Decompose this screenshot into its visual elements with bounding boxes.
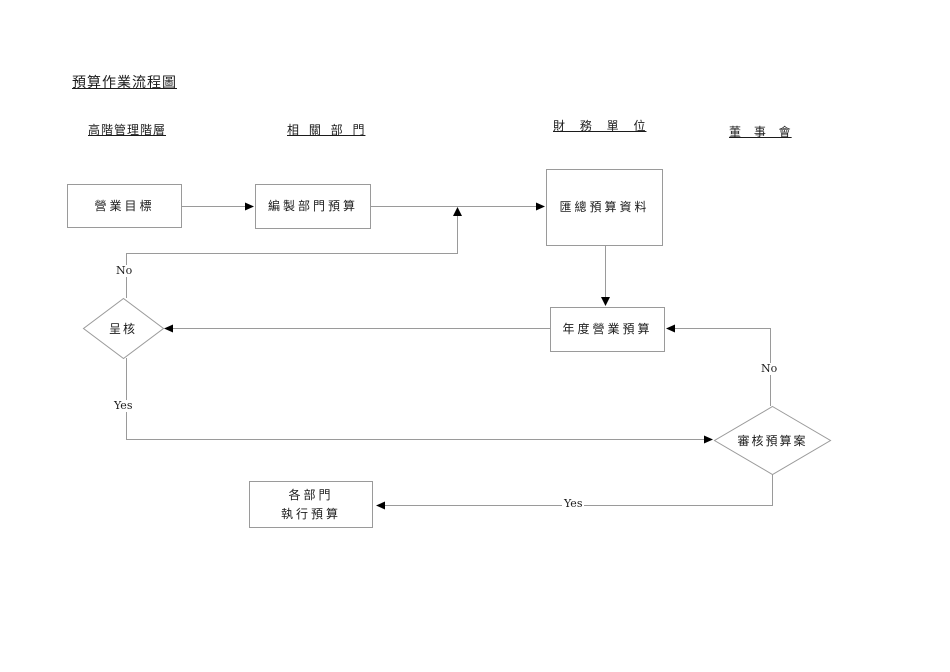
decision-label-review-budget-proposal: 審核預算案 — [714, 406, 831, 474]
decision-label-submit-for-approval: 呈核 — [83, 298, 163, 358]
process-box-label: 編製部門預算 — [267, 199, 358, 214]
arrowhead-down-icon — [601, 297, 610, 306]
process-box-annual-business-budget: 年度營業預算 — [550, 307, 665, 352]
decision-diamond-submit — [82, 297, 165, 360]
process-box-prepare-department-budget: 編製部門預算 — [255, 184, 371, 229]
lane-header-finance: 財 務 單 位 — [553, 119, 647, 133]
lane-header-departments: 相 關 部 門 — [287, 123, 366, 137]
arrowhead-left-icon — [376, 501, 385, 510]
arrowhead-right-icon — [536, 202, 545, 211]
decision-diamond-review — [713, 405, 832, 476]
arrowhead-left-icon — [666, 324, 675, 333]
edge-label-submit-no: No — [114, 264, 135, 278]
decision-label: 呈核 — [108, 321, 137, 336]
arrowhead-right-icon — [245, 202, 254, 211]
process-box-label-line1: 各部門 — [288, 487, 334, 502]
edge-label-submit-yes: Yes — [112, 399, 135, 413]
connector-submit-yes-review — [126, 358, 704, 440]
connector-review-yes-execute — [385, 474, 773, 506]
process-box-label: 年度營業預算 — [562, 322, 653, 337]
process-box-aggregate-budget-data: 匯總預算資料 — [546, 169, 663, 246]
arrowhead-right-icon — [704, 435, 713, 444]
arrowhead-left-icon — [164, 324, 173, 333]
edge-label-review-no: No — [759, 362, 780, 376]
process-box-label-line2: 執行預算 — [280, 506, 341, 521]
edge-label-review-yes: Yes — [562, 497, 585, 511]
lane-header-management: 高階管理階層 — [88, 123, 167, 137]
decision-label: 審核預算案 — [737, 433, 808, 448]
lane-header-board: 董 事 會 — [729, 125, 792, 139]
process-box-label: 營業目標 — [94, 198, 155, 213]
process-box-business-goal: 營業目標 — [67, 184, 182, 228]
page-title: 預算作業流程圖 — [72, 75, 177, 91]
process-box-departments-execute-budget: 各部門 執行預算 — [249, 481, 373, 528]
connector-review-no-annual — [675, 328, 771, 406]
process-box-label: 匯總預算資料 — [559, 200, 650, 215]
arrowhead-up-icon — [453, 207, 462, 216]
